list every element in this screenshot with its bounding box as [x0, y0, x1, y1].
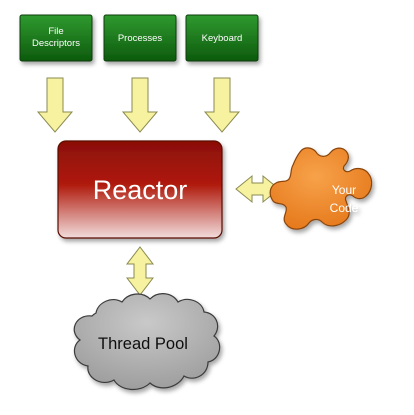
reactor-rect	[57, 140, 223, 239]
your-code-label-line-2: Code	[330, 201, 359, 215]
reactor-box: Reactor	[57, 140, 223, 239]
reactor-label: Reactor	[93, 175, 188, 205]
thread-pool-cloud: Thread Pool	[73, 293, 221, 390]
double-arrow-icon-reactor-thread-pool	[125, 246, 155, 296]
keyboard-label: Keyboard	[202, 33, 243, 44]
thread-pool-label: Thread Pool	[98, 335, 188, 353]
file-descriptors-label-line-1: File	[48, 26, 63, 37]
input-box-keyboard: Keyboard	[185, 14, 259, 62]
file-descriptors-box	[19, 14, 93, 62]
processes-label: Processes	[118, 33, 163, 44]
input-box-processes: Processes	[103, 14, 177, 62]
down-arrow-icon-processes	[121, 77, 159, 133]
keyboard-box	[185, 14, 259, 62]
your-code-label-line-1: Your	[332, 183, 356, 197]
cloud-icon	[73, 293, 221, 390]
your-code-puzzle-piece: Your Code	[269, 147, 373, 230]
file-descriptors-label-line-2: Descriptors	[32, 38, 80, 49]
puzzle-piece-icon	[269, 147, 373, 230]
down-arrow-icon-file-descriptors	[36, 77, 74, 133]
down-arrow-icon-keyboard	[203, 77, 241, 133]
processes-box	[103, 14, 177, 62]
input-box-file-descriptors: File Descriptors	[19, 14, 93, 62]
